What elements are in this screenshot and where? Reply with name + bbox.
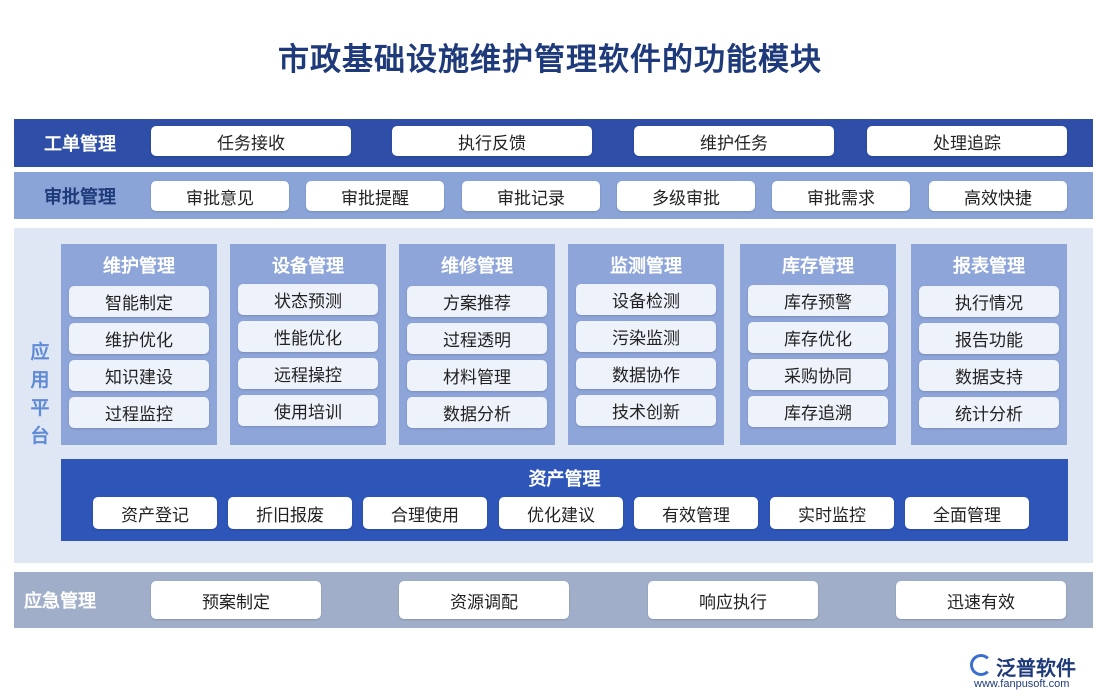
logo-url: www.fanpusoft.com <box>974 678 1070 690</box>
module-item: 库存预警 <box>748 285 888 316</box>
module-monitoring: 监测管理 设备检测 污染监测 数据协作 技术创新 <box>568 244 724 445</box>
module-item: 过程监控 <box>69 397 209 428</box>
module-item: 数据协作 <box>576 358 716 389</box>
asset-title: 资产管理 <box>528 469 601 490</box>
module-item: 过程透明 <box>407 323 547 354</box>
module-title: 维修管理 <box>441 256 513 277</box>
application-platform: 应用平台 维护管理 智能制定 维护优化 知识建设 过程监控 设备管理 状态预测 … <box>14 228 1093 563</box>
module-item: 使用培训 <box>238 395 378 426</box>
emergency-item: 迅速有效 <box>896 581 1066 619</box>
asset-item: 实时监控 <box>770 497 894 529</box>
approval-item: 多级审批 <box>617 181 755 211</box>
asset-item: 合理使用 <box>363 497 487 529</box>
module-item: 技术创新 <box>576 395 716 426</box>
module-item: 报告功能 <box>919 323 1059 354</box>
emergency-label: 应急管理 <box>24 591 96 612</box>
approval-label: 审批管理 <box>44 186 116 208</box>
asset-item: 折旧报废 <box>228 497 352 529</box>
logo-name: 泛普软件 <box>996 656 1076 680</box>
work-item: 执行反馈 <box>392 126 592 156</box>
emergency-band: 应急管理 预案制定 资源调配 响应执行 迅速有效 <box>14 572 1093 628</box>
approval-item: 审批提醒 <box>306 181 444 211</box>
module-item: 维护优化 <box>69 323 209 354</box>
module-item: 执行情况 <box>919 286 1059 317</box>
module-title: 库存管理 <box>782 256 854 277</box>
module-title: 设备管理 <box>272 256 344 277</box>
asset-item: 有效管理 <box>634 497 758 529</box>
module-maintenance: 维护管理 智能制定 维护优化 知识建设 过程监控 <box>61 244 217 445</box>
approval-item: 审批记录 <box>462 181 600 211</box>
page-title: 市政基础设施维护管理软件的功能模块 <box>278 42 822 78</box>
asset-management-panel: 资产管理 资产登记 折旧报废 合理使用 优化建议 有效管理 实时监控 全面管理 <box>61 459 1068 541</box>
module-item: 智能制定 <box>69 286 209 317</box>
module-item: 污染监测 <box>576 321 716 352</box>
module-item: 库存优化 <box>748 322 888 353</box>
emergency-item: 资源调配 <box>399 581 569 619</box>
work-item: 维护任务 <box>634 126 834 156</box>
module-equipment: 设备管理 状态预测 性能优化 远程操控 使用培训 <box>230 244 386 445</box>
module-repair: 维修管理 方案推荐 过程透明 材料管理 数据分析 <box>399 244 555 445</box>
module-item: 设备检测 <box>576 284 716 315</box>
module-item: 远程操控 <box>238 358 378 389</box>
asset-item: 全面管理 <box>905 497 1029 529</box>
module-item: 状态预测 <box>238 284 378 315</box>
work-order-band: 工单管理 任务接收 执行反馈 维护任务 处理追踪 <box>14 119 1093 167</box>
approval-item: 审批意见 <box>151 181 289 211</box>
module-reports: 报表管理 执行情况 报告功能 数据支持 统计分析 <box>911 244 1067 445</box>
module-title: 报表管理 <box>953 256 1025 277</box>
module-item: 知识建设 <box>69 360 209 391</box>
approval-item: 高效快捷 <box>929 181 1067 211</box>
module-item: 材料管理 <box>407 360 547 391</box>
work-item: 处理追踪 <box>867 126 1067 156</box>
approval-band: 审批管理 审批意见 审批提醒 审批记录 多级审批 审批需求 高效快捷 <box>14 172 1093 219</box>
module-item: 采购协同 <box>748 359 888 390</box>
module-inventory: 库存管理 库存预警 库存优化 采购协同 库存追溯 <box>740 244 896 445</box>
module-title: 监测管理 <box>610 256 682 277</box>
work-order-label: 工单管理 <box>44 134 116 155</box>
module-item: 数据分析 <box>407 397 547 428</box>
logo-icon <box>970 654 992 676</box>
module-item: 方案推荐 <box>407 286 547 317</box>
module-item: 性能优化 <box>238 321 378 352</box>
asset-item: 优化建议 <box>499 497 623 529</box>
brand-logo: 泛普软件 www.fanpusoft.com <box>970 652 1090 692</box>
module-item: 统计分析 <box>919 397 1059 428</box>
asset-item: 资产登记 <box>93 497 217 529</box>
approval-item: 审批需求 <box>772 181 910 211</box>
emergency-item: 响应执行 <box>648 581 818 619</box>
platform-label: 应用平台 <box>30 341 50 447</box>
module-item: 数据支持 <box>919 360 1059 391</box>
work-item: 任务接收 <box>151 126 351 156</box>
module-item: 库存追溯 <box>748 396 888 427</box>
module-title: 维护管理 <box>103 256 175 277</box>
emergency-item: 预案制定 <box>151 581 321 619</box>
